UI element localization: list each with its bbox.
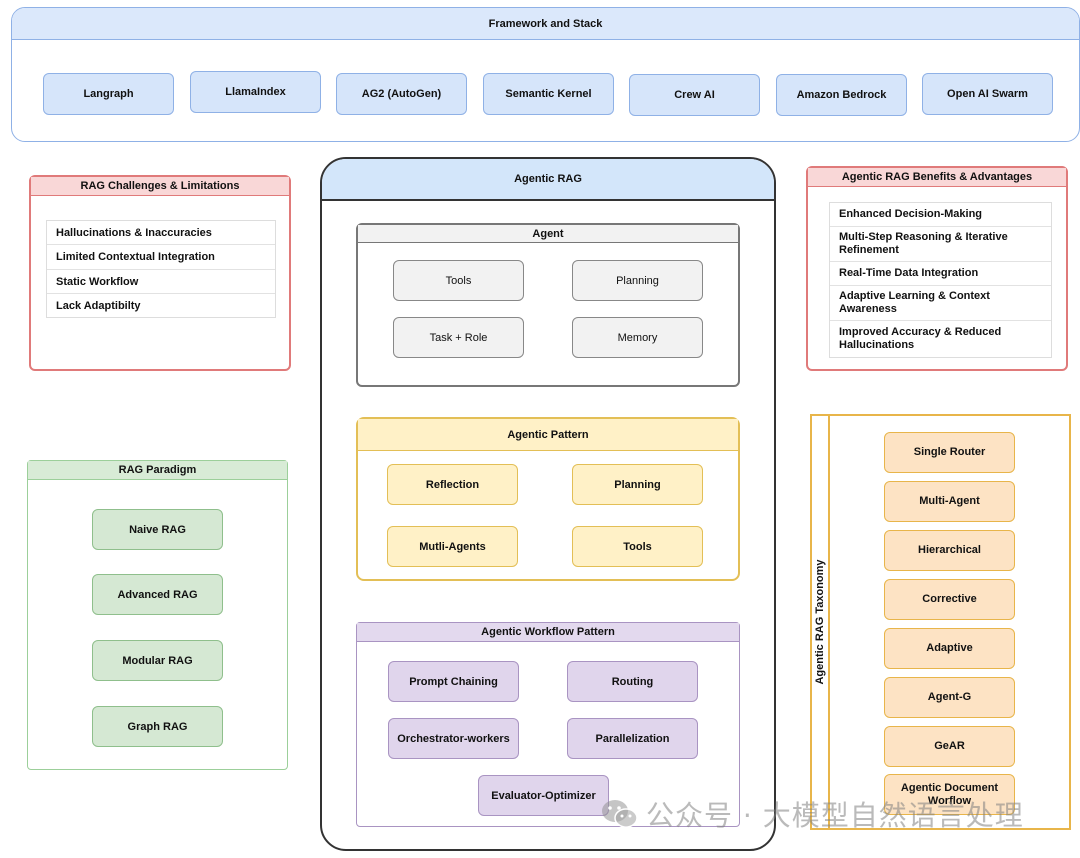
benefits-panel: Agentic RAG Benefits & Advantages Enhanc… xyxy=(806,166,1068,371)
list-item: Improved Accuracy & Reduced Hallucinatio… xyxy=(839,325,1002,351)
taxonomy-item-agentic-document-workflow: Agentic Document Worflow xyxy=(884,774,1015,815)
list-item: Hallucinations & Inaccuracies xyxy=(47,221,275,245)
agentic-pattern-title: Agentic Pattern xyxy=(358,419,738,451)
agent-item-task-role: Task + Role xyxy=(393,317,524,358)
agentic-pattern-panel: Agentic Pattern Reflection Planning Mutl… xyxy=(356,417,740,581)
paradigm-item-modular: Modular RAG xyxy=(92,640,223,681)
watermark: 公众号 · 大模型自然语言处理 xyxy=(600,794,1060,834)
agent-item-tools: Tools xyxy=(393,260,524,301)
list-item: Real-Time Data Integration xyxy=(830,262,1051,286)
paradigm-panel: RAG Paradigm Naive RAG Advanced RAG Modu… xyxy=(27,460,288,770)
paradigm-item-advanced: Advanced RAG xyxy=(92,574,223,615)
framework-item-openai-swarm: Open AI Swarm xyxy=(922,73,1053,115)
agent-item-planning: Planning xyxy=(572,260,703,301)
framework-panel: Framework and Stack Langraph LlamaIndex … xyxy=(11,7,1080,142)
agentic-rag-title: Agentic RAG xyxy=(322,159,774,201)
agentic-workflow-panel: Agentic Workflow Pattern Prompt Chaining… xyxy=(356,622,740,827)
taxonomy-panel: Agentic RAG Taxonomy Single Router Multi… xyxy=(810,414,1071,830)
taxonomy-item-agent-g: Agent-G xyxy=(884,677,1015,718)
wechat-icon xyxy=(600,796,640,832)
challenges-title: RAG Challenges & Limitations xyxy=(31,177,289,196)
agent-item-memory: Memory xyxy=(572,317,703,358)
challenges-list: Hallucinations & Inaccuracies Limited Co… xyxy=(46,220,276,318)
framework-item-ag2: AG2 (AutoGen) xyxy=(336,73,467,115)
workflow-item-routing: Routing xyxy=(567,661,698,702)
pattern-item-reflection: Reflection xyxy=(387,464,518,505)
taxonomy-item-single-router: Single Router xyxy=(884,432,1015,473)
benefits-list: Enhanced Decision-Making Multi-Step Reas… xyxy=(829,202,1052,358)
workflow-item-parallelization: Parallelization xyxy=(567,718,698,759)
pattern-item-multi-agents: Mutli-Agents xyxy=(387,526,518,567)
taxonomy-item-corrective: Corrective xyxy=(884,579,1015,620)
paradigm-item-naive: Naive RAG xyxy=(92,509,223,550)
agent-panel: Agent Tools Planning Task + Role Memory xyxy=(356,223,740,387)
framework-item-llamaindex: LlamaIndex xyxy=(190,71,321,113)
agent-title: Agent xyxy=(358,225,738,243)
workflow-item-orchestrator-workers: Orchestrator-workers xyxy=(388,718,519,759)
framework-item-crew-ai: Crew AI xyxy=(629,74,760,116)
challenges-panel: RAG Challenges & Limitations Hallucinati… xyxy=(29,175,291,371)
framework-item-amazon-bedrock: Amazon Bedrock xyxy=(776,74,907,116)
taxonomy-item-gear: GeAR xyxy=(884,726,1015,767)
framework-title: Framework and Stack xyxy=(12,8,1079,40)
list-item: Lack Adaptibilty xyxy=(56,300,141,312)
framework-item-langraph: Langraph xyxy=(43,73,174,115)
taxonomy-title: Agentic RAG Taxonomy xyxy=(814,559,826,685)
paradigm-title: RAG Paradigm xyxy=(28,461,287,480)
workflow-item-evaluator-optimizer: Evaluator-Optimizer xyxy=(478,775,609,816)
taxonomy-item-multi-agent: Multi-Agent xyxy=(884,481,1015,522)
list-item: Enhanced Decision-Making xyxy=(830,203,1051,227)
framework-item-semantic-kernel: Semantic Kernel xyxy=(483,73,614,115)
pattern-item-planning: Planning xyxy=(572,464,703,505)
workflow-item-prompt-chaining: Prompt Chaining xyxy=(388,661,519,702)
taxonomy-side-header: Agentic RAG Taxonomy xyxy=(812,416,830,828)
watermark-text: 公众号 · 大模型自然语言处理 xyxy=(646,799,1024,832)
pattern-item-tools: Tools xyxy=(572,526,703,567)
list-item: Multi-Step Reasoning & Iterative Refinem… xyxy=(830,227,1051,262)
list-item: Static Workflow xyxy=(47,270,275,294)
list-item: Limited Contextual Integration xyxy=(47,245,275,270)
list-item: Adaptive Learning & Context Awareness xyxy=(830,286,1051,321)
benefits-title: Agentic RAG Benefits & Advantages xyxy=(808,168,1066,187)
taxonomy-item-hierarchical: Hierarchical xyxy=(884,530,1015,571)
agentic-workflow-title: Agentic Workflow Pattern xyxy=(357,623,739,642)
paradigm-item-graph: Graph RAG xyxy=(92,706,223,747)
taxonomy-item-adaptive: Adaptive xyxy=(884,628,1015,669)
